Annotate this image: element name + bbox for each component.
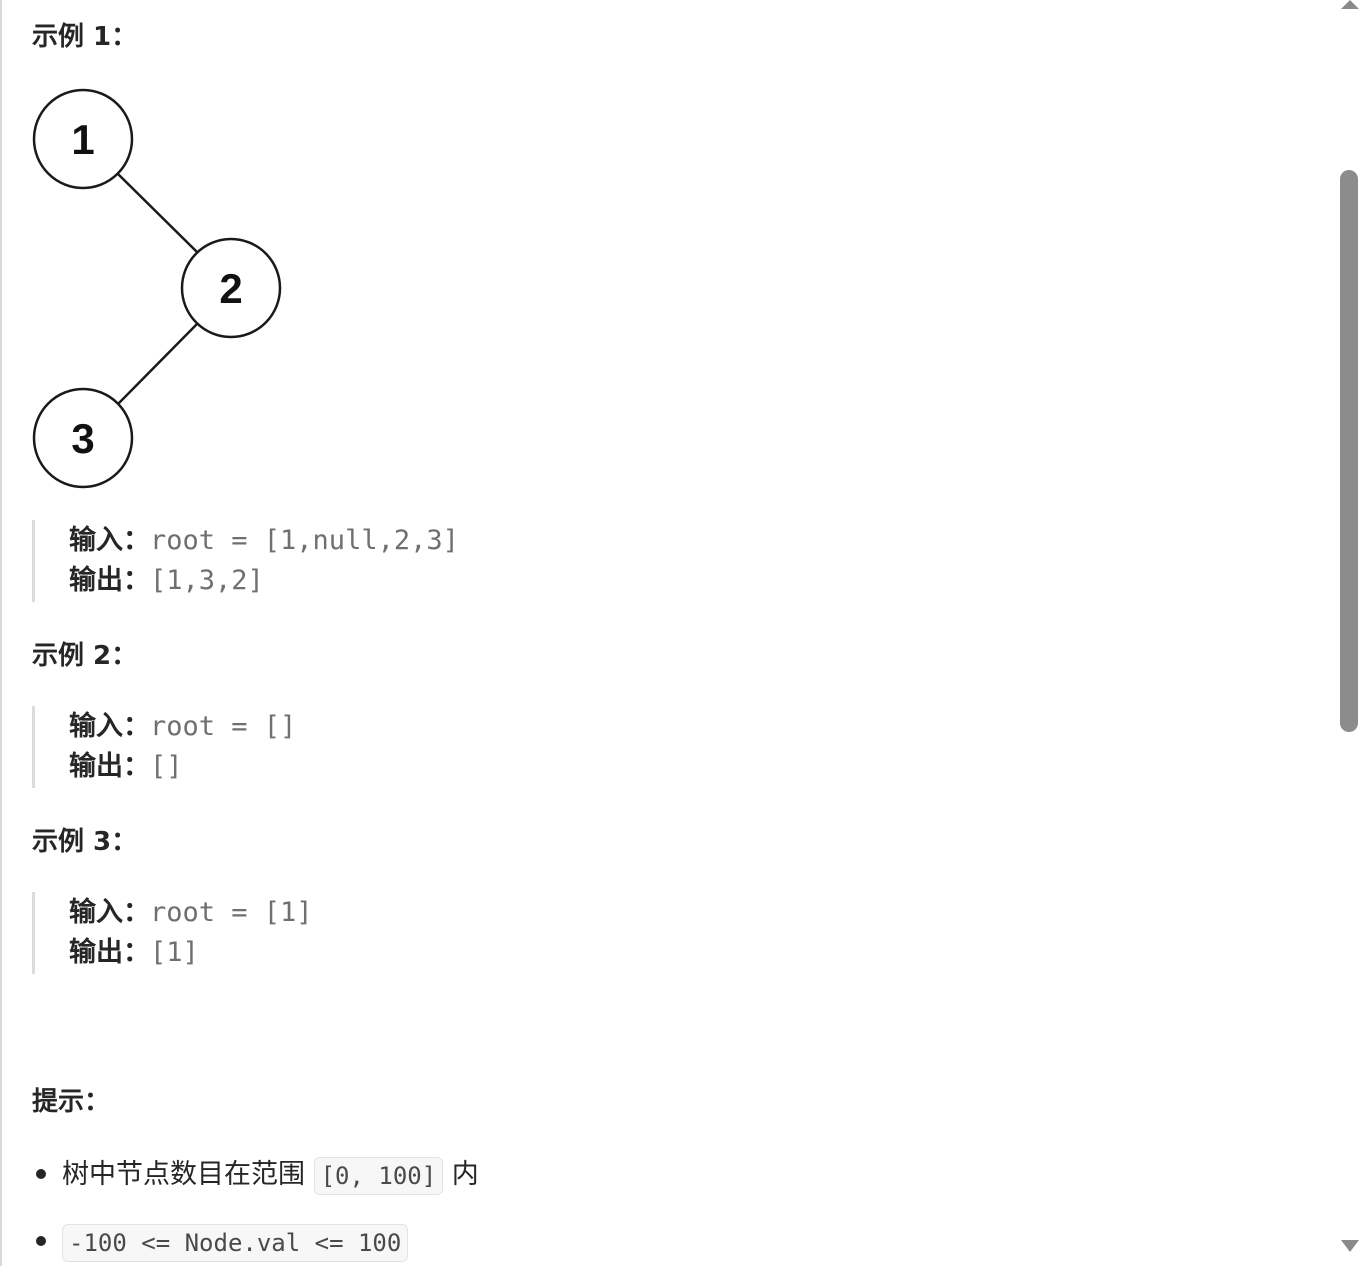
output-value: [1,3,2] <box>150 565 264 596</box>
scroll-thumb[interactable] <box>1340 170 1358 732</box>
example-3-input: 输入：root = [1] <box>69 895 313 931</box>
output-label: 输出： <box>69 937 150 968</box>
example-3-title: 示例 3： <box>32 827 138 857</box>
input-label: 输入： <box>69 525 150 556</box>
bullet-icon <box>36 1168 46 1179</box>
binary-tree-diagram: 1 2 3 <box>32 88 282 489</box>
tree-edge-1-2 <box>117 173 198 253</box>
tree-node-3-label: 3 <box>71 415 94 462</box>
hints-title: 提示： <box>32 1087 111 1117</box>
hint-item-1: 树中节点数目在范围 [0, 100] 内 <box>36 1155 479 1195</box>
input-label: 输入： <box>69 711 150 742</box>
example-1-block: 输入：root = [1,null,2,3] 输出：[1,3,2] <box>32 520 935 602</box>
scroll-up-arrow-icon[interactable] <box>1341 0 1359 9</box>
example-1-title: 示例 1： <box>32 22 138 52</box>
input-label: 输入： <box>69 897 150 928</box>
output-value: [] <box>150 751 183 782</box>
tree-node-3 <box>32 387 134 489</box>
example-3-output: 输出：[1] <box>69 935 199 971</box>
output-label: 输出： <box>69 751 150 782</box>
input-value: root = [] <box>150 711 297 742</box>
example-2-title: 示例 2： <box>32 641 138 671</box>
scroll-down-arrow-icon[interactable] <box>1341 1240 1359 1252</box>
hint-item-1-prefix: 树中节点数目在范围 <box>62 1159 314 1190</box>
tree-node-1 <box>32 88 134 190</box>
input-value: root = [1] <box>150 897 313 928</box>
tree-node-2 <box>180 237 282 339</box>
output-label: 输出： <box>69 565 150 596</box>
hint-item-1-code: [0, 100] <box>313 1156 444 1195</box>
example-1-output: 输出：[1,3,2] <box>69 563 264 599</box>
example-2-output: 输出：[] <box>69 749 183 785</box>
problem-content: 示例 1： 1 2 3 输入：root = [1,null,2,3] 输出：[1… <box>32 22 935 1262</box>
input-value: root = [1,null,2,3] <box>150 525 459 556</box>
bullet-icon <box>36 1235 46 1246</box>
vertical-scrollbar[interactable] <box>1336 0 1364 1266</box>
example-1-input: 输入：root = [1,null,2,3] <box>69 523 459 559</box>
hint-item-2-code: -100 <= Node.val <= 100 <box>62 1223 409 1262</box>
tree-node-2-label: 2 <box>219 265 242 312</box>
output-value: [1] <box>150 937 199 968</box>
example-2-input: 输入：root = [] <box>69 709 296 745</box>
hint-item-1-suffix: 内 <box>443 1159 479 1190</box>
tree-node-1-label: 1 <box>71 116 94 163</box>
left-border <box>0 0 2 1266</box>
hint-item-2: -100 <= Node.val <= 100 <box>36 1222 409 1262</box>
example-2-block: 输入：root = [] 输出：[] <box>32 706 935 788</box>
example-3-block: 输入：root = [1] 输出：[1] <box>32 892 935 974</box>
tree-edge-2-3 <box>117 323 198 405</box>
